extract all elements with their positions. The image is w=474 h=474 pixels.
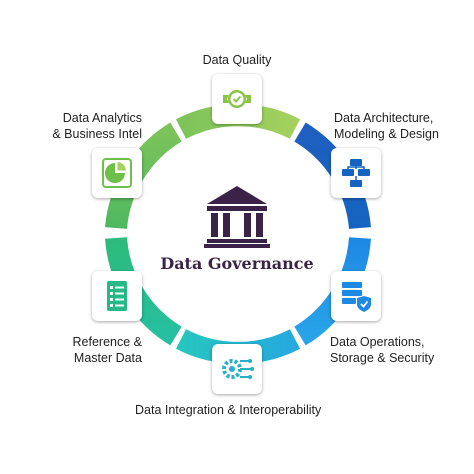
server-shield-icon — [342, 282, 371, 312]
label-data-integration: Data Integration & Interoperability — [135, 403, 322, 417]
quality-badge-icon — [223, 90, 251, 108]
label-data-analytics: Data Analytics & Business Intel — [52, 111, 142, 141]
label-data-architecture: Data Architecture, Modeling & Design — [334, 111, 439, 141]
tile-data-architecture — [331, 148, 381, 198]
label-data-operations: Data Operations, Storage & Security — [330, 335, 435, 365]
pie-chart-icon — [102, 158, 132, 188]
document-list-icon — [107, 281, 127, 311]
label-reference-master-data: Reference & Master Data — [72, 335, 142, 365]
integration-gear-icon — [222, 359, 254, 379]
tile-data-quality — [212, 74, 262, 124]
tile-reference-master-data — [92, 271, 142, 321]
tile-data-integration — [212, 344, 262, 394]
label-data-quality: Data Quality — [202, 53, 272, 67]
architecture-icon — [342, 159, 370, 187]
tile-data-operations — [331, 271, 381, 321]
institution-building-icon — [204, 186, 270, 248]
tile-data-analytics — [92, 148, 142, 198]
diagram-title: Data Governance — [160, 254, 314, 273]
